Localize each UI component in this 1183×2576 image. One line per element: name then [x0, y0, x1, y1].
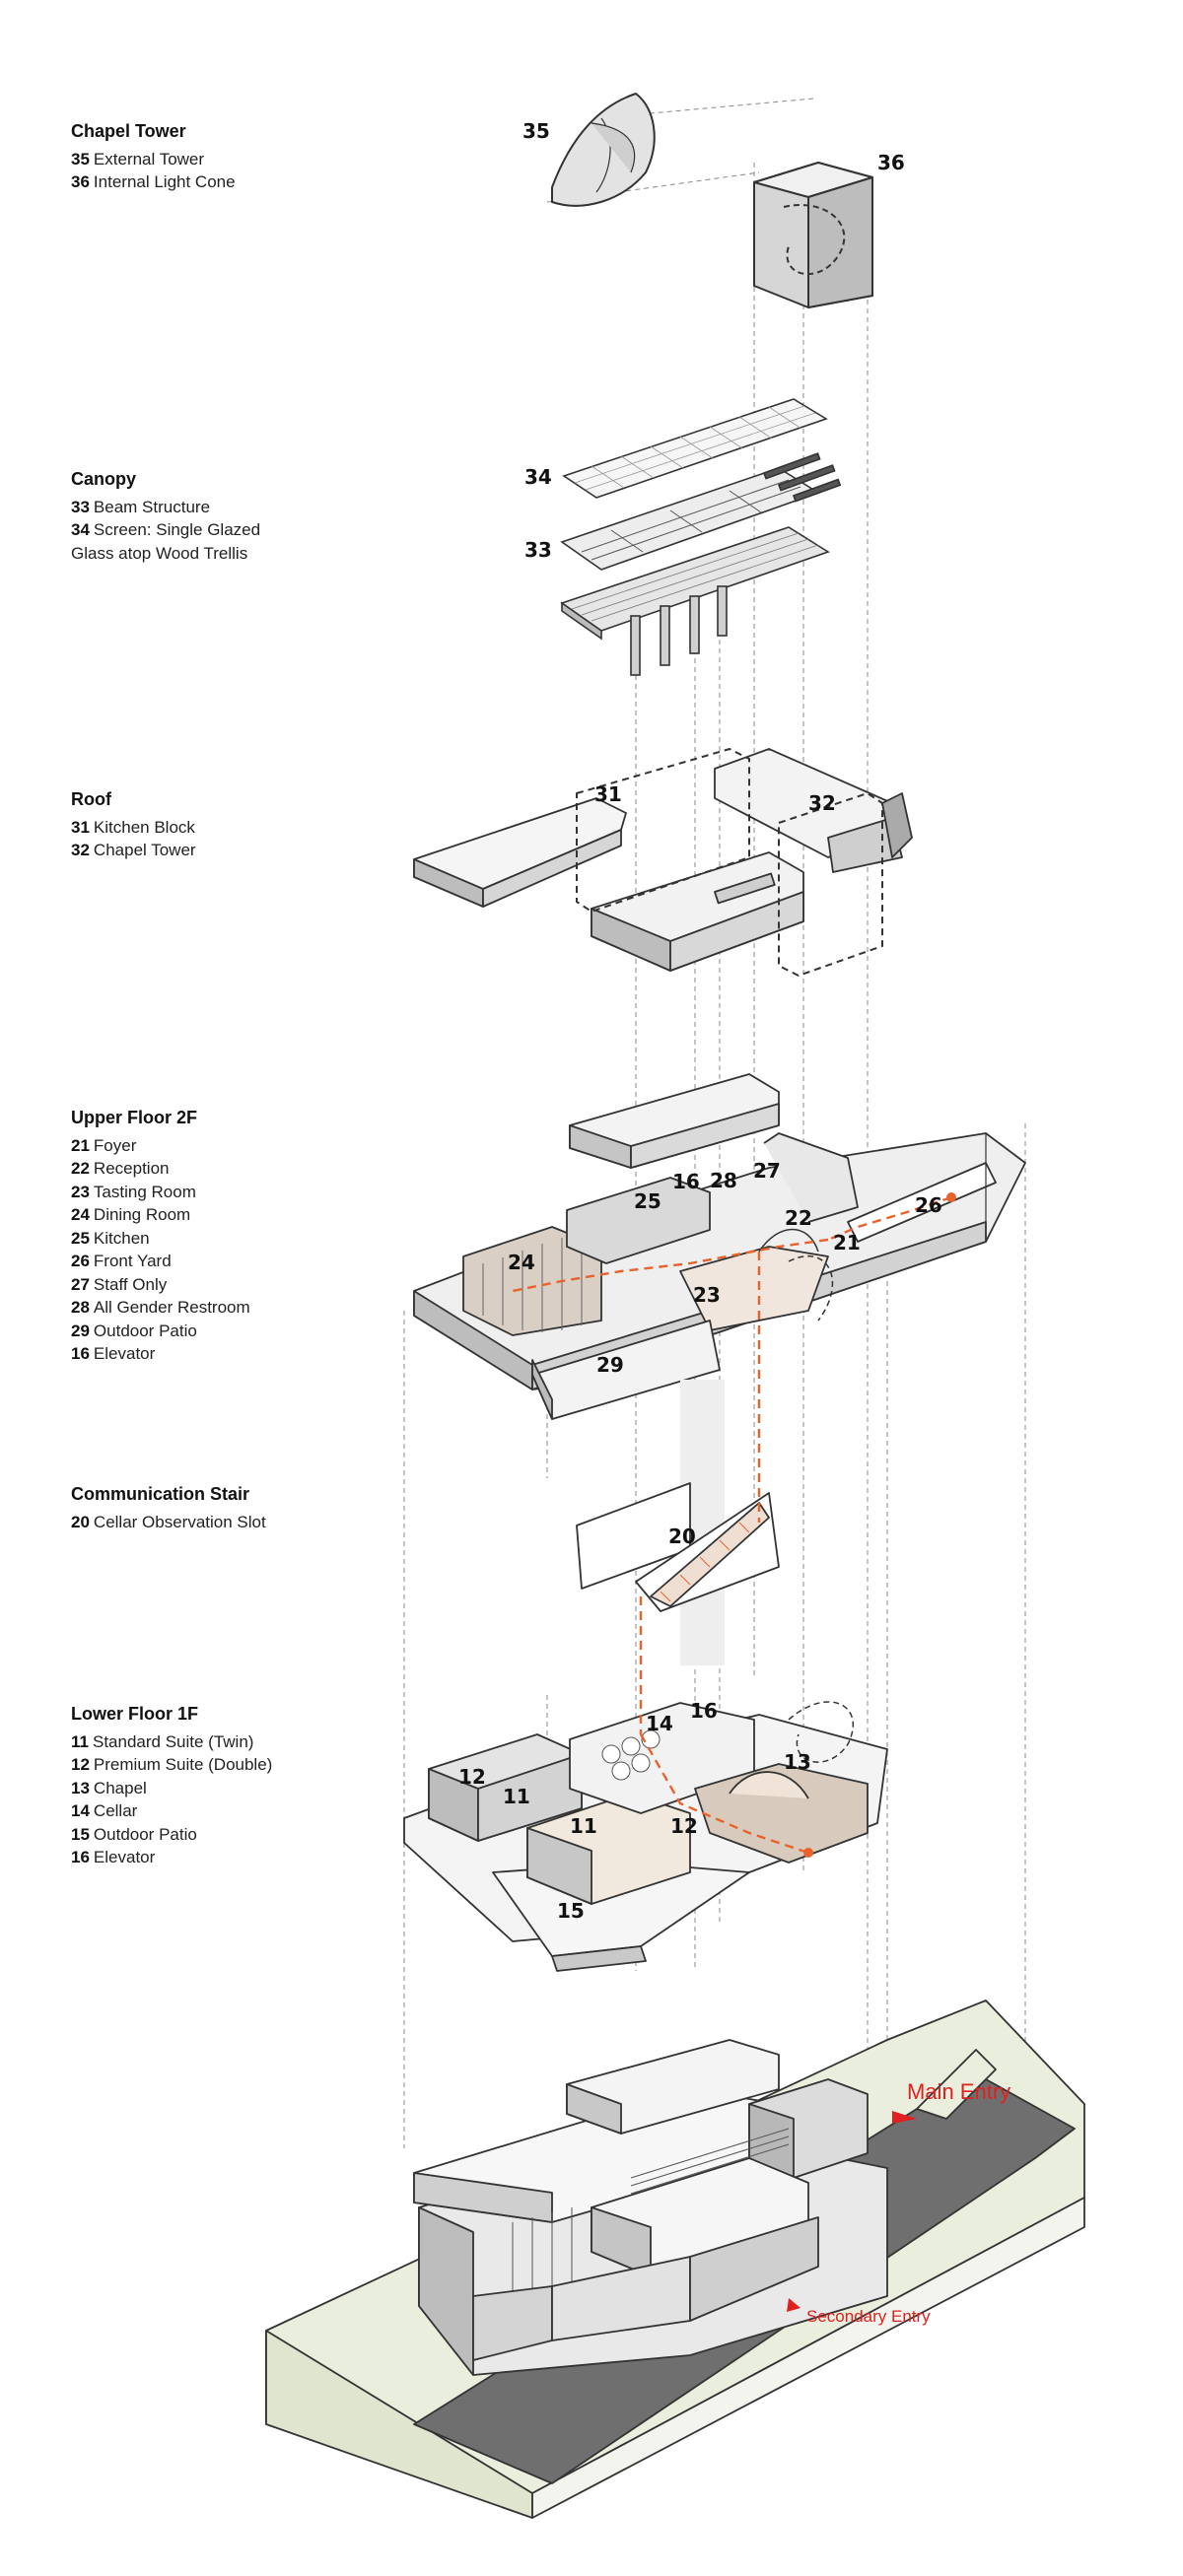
secondary-entry-label: Secondary Entry — [806, 2307, 931, 2326]
curved-chapel-wall-2f — [758, 1228, 819, 1253]
callout-21: 21 — [833, 1231, 861, 1254]
callout-35: 35 — [522, 119, 550, 143]
secondary-entry-arrow — [787, 2298, 800, 2312]
kitchen-room — [566, 1177, 711, 1264]
callout-12a: 12 — [458, 1765, 486, 1789]
kitchen-block-outline — [576, 748, 750, 913]
legend-item: Glass atop Wood Trellis — [71, 543, 248, 563]
callout-16: 16 — [672, 1170, 700, 1193]
callout-22: 22 — [785, 1206, 812, 1230]
legend-title: Canopy — [71, 469, 137, 489]
callout-34: 34 — [524, 465, 552, 489]
upper-floor-layer — [413, 1073, 1026, 1420]
legend-title: Upper Floor 2F — [71, 1108, 198, 1127]
callout-32: 32 — [808, 791, 836, 815]
main-entry-label: Main Entry — [907, 2079, 1010, 2104]
chapel-tower-outline — [778, 792, 883, 977]
callout-31: 31 — [594, 782, 622, 806]
callout-11b: 11 — [570, 1814, 597, 1838]
legend-title: Lower Floor 1F — [71, 1704, 199, 1724]
assembled-building — [265, 2000, 1085, 2519]
callout-33: 33 — [524, 538, 552, 562]
canopy-columns — [630, 585, 728, 676]
dining-room — [462, 1226, 602, 1336]
stair-run — [650, 1502, 770, 1607]
lower-floor-layer — [403, 1701, 888, 1972]
callout-24: 24 — [508, 1251, 535, 1274]
canopy-layer — [560, 398, 842, 676]
legend-title: Chapel Tower — [71, 121, 186, 141]
callout-16b: 16 — [690, 1699, 718, 1723]
front-yard — [847, 1162, 997, 1243]
callout-15: 15 — [557, 1899, 585, 1923]
callout-28: 28 — [710, 1169, 737, 1192]
glazed-screen — [562, 398, 828, 499]
chapel-tower-layer — [551, 93, 873, 308]
external-tower-shell — [551, 93, 656, 207]
callout-26: 26 — [915, 1193, 942, 1217]
callout-14: 14 — [646, 1712, 673, 1735]
callout-27: 27 — [753, 1159, 781, 1183]
callout-12b: 12 — [670, 1814, 698, 1838]
callout-20: 20 — [668, 1525, 696, 1548]
circulation-path — [512, 1195, 952, 1855]
entry-markers — [787, 2111, 917, 2312]
legend-title: Communication Stair — [71, 1484, 250, 1504]
callout-36: 36 — [877, 151, 905, 174]
callout-29: 29 — [596, 1353, 624, 1377]
roof-layer — [413, 748, 913, 977]
circulation-endpoints — [803, 1192, 956, 1858]
callout-23: 23 — [693, 1283, 721, 1307]
callout-25: 25 — [634, 1189, 661, 1213]
callout-13: 13 — [784, 1750, 811, 1774]
curved-chapel-wall-1f — [788, 1701, 855, 1763]
callout-11a: 11 — [503, 1785, 530, 1808]
communication-stair-layer — [576, 1482, 780, 1612]
main-entry-arrow — [892, 2111, 917, 2124]
legend-title: Roof — [71, 789, 111, 809]
number-callouts: 35 36 34 33 31 32 25 16 28 27 22 26 24 2… — [458, 119, 942, 1923]
